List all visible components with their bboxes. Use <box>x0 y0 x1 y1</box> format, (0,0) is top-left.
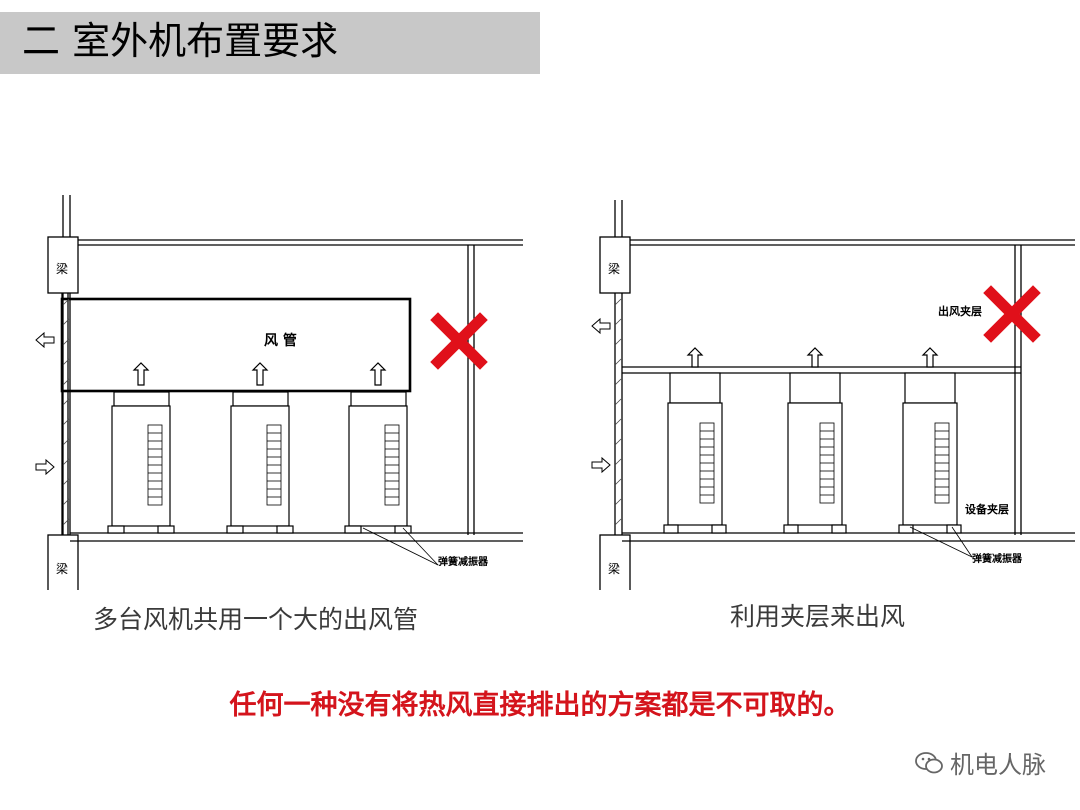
cross-icon <box>430 312 488 370</box>
inlet-arrow-icon <box>591 456 611 474</box>
figure-left-diagram: 梁 梁 风 管 弹簧减振器 <box>35 195 523 590</box>
equipment-interlayer-label: 设备夹层 <box>965 502 1009 516</box>
outlet-interlayer-label: 出风夹层 <box>938 304 982 318</box>
cross-icon <box>983 285 1041 343</box>
figure-left-caption: 多台风机共用一个大的出风管 <box>93 605 419 634</box>
title-bar <box>0 12 540 74</box>
outlet-arrow-icon <box>35 331 55 349</box>
inlet-arrow-icon <box>35 458 55 476</box>
beam-top-label: 梁 <box>608 261 620 276</box>
outdoor-unit-2 <box>783 347 847 534</box>
outdoor-unit-2 <box>226 362 294 534</box>
damper-label: 弹簧减振器 <box>438 555 489 568</box>
up-arrow-icon <box>369 362 387 386</box>
figure-right: 梁 梁 出风夹层 设备夹层 弹簧减振器 <box>580 195 1080 590</box>
outdoor-unit-1 <box>107 362 175 534</box>
figure-right-caption: 利用夹层来出风 <box>730 602 906 631</box>
beam-bottom <box>599 534 631 590</box>
watermark-text: 机电人脉 <box>950 751 1046 779</box>
beam-top <box>599 236 631 294</box>
wechat-icon <box>915 751 943 773</box>
figure-left: 梁 梁 风 管 弹簧减振器 <box>28 195 528 590</box>
duct-label: 风 管 <box>264 332 297 349</box>
beam-top <box>47 236 79 294</box>
up-arrow-icon <box>806 347 824 368</box>
beam-bottom-label: 梁 <box>608 561 620 576</box>
beam-bottom-label: 梁 <box>56 561 68 576</box>
beam-bottom <box>47 534 79 590</box>
outlet-arrow-icon <box>591 317 611 335</box>
conclusion-text: 任何一种没有将热风直接排出的方案都是不可取的。 <box>229 690 851 721</box>
up-arrow-icon <box>686 347 704 368</box>
beam-top-label: 梁 <box>56 261 68 276</box>
duct <box>60 297 412 393</box>
watermark: 机电人脉 <box>914 745 1046 780</box>
page-title: 二 室外机布置要求 <box>22 19 339 63</box>
damper-label: 弹簧减振器 <box>972 552 1023 565</box>
up-arrow-icon <box>921 347 939 368</box>
outdoor-unit-3 <box>344 362 412 534</box>
figure-right-diagram: 梁 梁 出风夹层 设备夹层 弹簧减振器 <box>591 200 1075 590</box>
up-arrow-icon <box>251 362 269 386</box>
outdoor-unit-1 <box>663 347 727 534</box>
up-arrow-icon <box>132 362 150 386</box>
outdoor-unit-3 <box>898 347 962 534</box>
